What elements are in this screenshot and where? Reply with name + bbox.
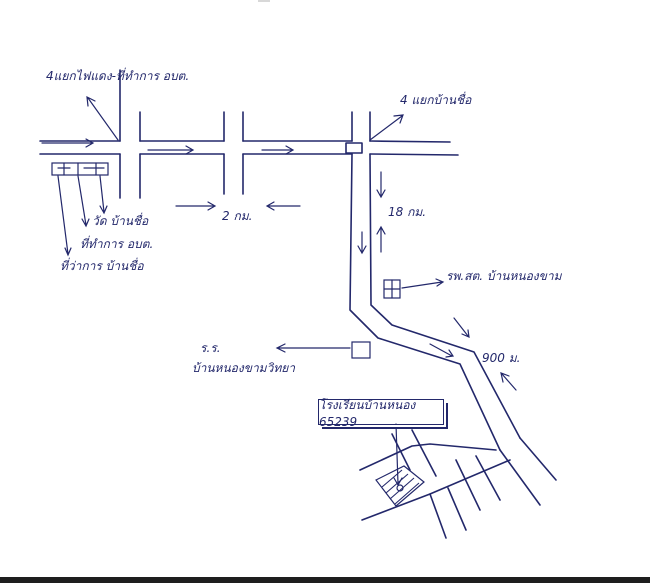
label-top-right-junction: 4 แยกบ้านชื่อ <box>400 93 472 107</box>
arrow-road-bend <box>429 343 455 358</box>
arrow-to-school-building <box>393 423 403 487</box>
label-school-small-name: บ้านหนองขามวิทยา <box>192 361 296 375</box>
label-school-small: ร.ร. <box>200 341 221 355</box>
label-top-left-junction: 4แยกไฟแดง-ที่ทำการ อบต. <box>46 69 190 83</box>
arrow-18km-down <box>376 171 386 199</box>
arrow-to-sao <box>77 175 90 228</box>
label-temple: วัด บ้านชื่อ <box>92 214 149 228</box>
pointer-arrow-junction3 <box>369 114 404 141</box>
arrow-900m-up <box>500 372 517 391</box>
main-east-west-road <box>39 140 459 156</box>
arrow-to-village-temple <box>57 175 72 257</box>
arrow-2km-right <box>265 201 301 211</box>
arrow-to-school <box>275 343 351 353</box>
school-building <box>375 465 425 507</box>
cross-street-3 <box>351 111 371 142</box>
top-speck <box>258 0 270 2</box>
direction-arrows <box>41 138 295 155</box>
left-buildings <box>51 162 109 176</box>
label-distance-2km: 2 กม. <box>222 209 253 223</box>
arrow-south-road <box>357 231 367 255</box>
arrow-18km-up <box>376 225 386 253</box>
health-center-cross <box>383 279 401 299</box>
label-village-temple: ที่ว่าการ บ้านชื่อ <box>60 259 144 273</box>
school-name-box: โรงเรียนบ้านหนอง 65239 <box>318 398 444 429</box>
bottom-bar <box>0 577 650 583</box>
cross-street-1 <box>119 69 141 199</box>
school-marker <box>351 341 371 359</box>
label-health-center: รพ.สต. บ้านหนองขาม <box>446 269 562 283</box>
arrow-900m-down <box>453 317 470 338</box>
label-distance-18km: 18 กม. <box>388 205 427 219</box>
school-building-hatch <box>381 469 420 505</box>
arrow-to-health-center <box>401 278 445 289</box>
arrow-2km-left <box>175 201 217 211</box>
junction-marker <box>345 142 363 154</box>
bottom-streets <box>359 429 511 539</box>
pointer-arrow-junction1 <box>86 95 119 141</box>
arrow-to-temple <box>99 175 108 215</box>
label-school-box: โรงเรียนบ้านหนอง 65239 <box>319 397 416 429</box>
label-distance-900m: 900 ม. <box>482 351 521 365</box>
label-sao-office: ที่ทำการ อบต. <box>80 237 154 251</box>
school-location-dot <box>396 484 404 492</box>
south-road <box>349 153 557 506</box>
cross-street-2 <box>223 111 244 195</box>
